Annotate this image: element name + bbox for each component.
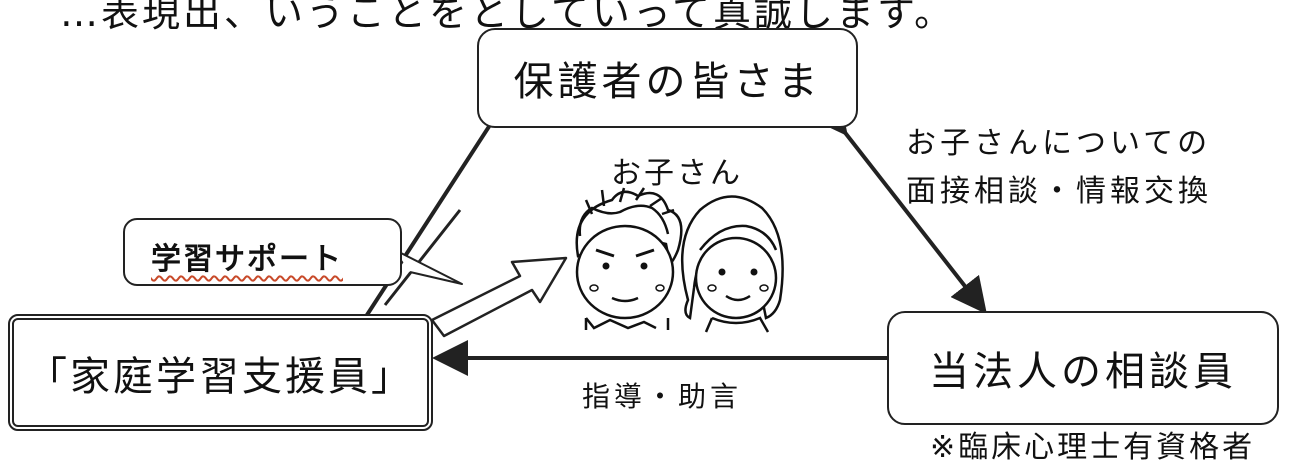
node-counselor: 当法人の相談員 <box>887 311 1279 425</box>
footnote: ※臨床心理士有資格者 <box>930 430 1256 465</box>
edge-label-consultation-1: お子さんについての <box>906 126 1212 161</box>
edge-label-guidance: 指導・助言 <box>582 380 743 413</box>
boy-illustration <box>575 187 683 330</box>
girl-illustration <box>680 195 784 333</box>
children-label: お子さん <box>611 156 743 191</box>
callout-bubble <box>123 218 402 286</box>
callout-label: 学習サポート <box>151 242 343 277</box>
line-tutor-to-guardians-inner <box>383 209 462 306</box>
node-tutor: 「家庭学習支援員」 <box>8 314 433 431</box>
node-guardians-label: 保護者の皆さま <box>513 59 822 105</box>
support-arrow <box>430 256 568 338</box>
node-tutor-label: 「家庭学習支援員」 <box>27 353 414 400</box>
arrow-guardians-counselor <box>811 96 987 315</box>
node-guardians: 保護者の皆さま <box>477 28 858 128</box>
edge-label-consultation-2: 面接相談・情報交換 <box>906 174 1212 209</box>
callout-tail <box>394 249 463 285</box>
node-counselor-label: 当法人の相談員 <box>929 349 1237 395</box>
